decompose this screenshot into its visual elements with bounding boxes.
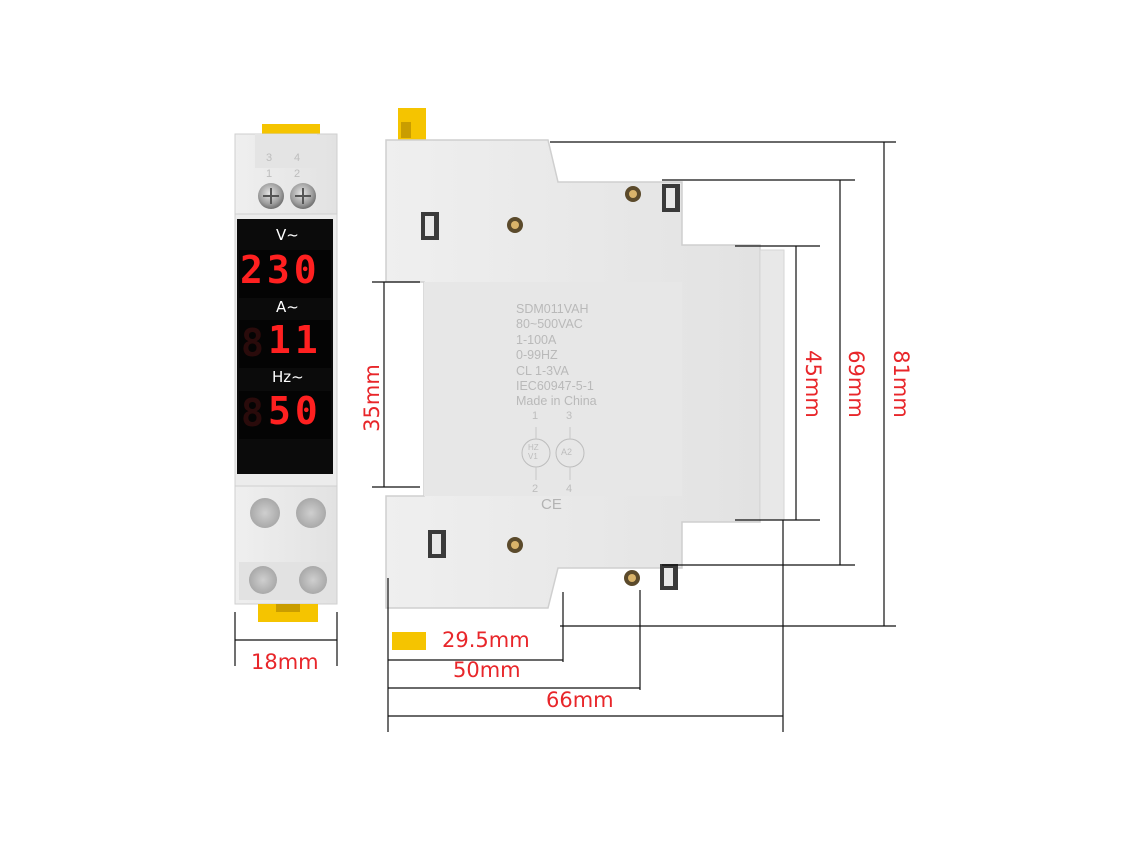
circle-right-label: A2 — [561, 447, 573, 457]
spec-line: 80~500VAC — [516, 317, 583, 332]
terminal-number: 2 — [532, 483, 539, 495]
dim-label-50mm: 50mm — [453, 658, 521, 682]
hole-icon — [249, 566, 277, 594]
spec-line: CL 1-3VA — [516, 363, 569, 378]
terminal-number: 4 — [566, 483, 573, 495]
current-label: A~ — [276, 298, 299, 316]
dim-label-81mm: 81mm — [888, 350, 913, 418]
circle-left-line: V1 — [528, 452, 538, 461]
dim-lines — [372, 141, 896, 732]
dim-label-69mm: 69mm — [843, 350, 868, 418]
frequency-reading: 50 — [268, 389, 322, 433]
terminal-number: 2 — [294, 168, 301, 180]
spec-line: IEC60947-5-1 — [516, 379, 594, 394]
dim-label-66mm: 66mm — [546, 688, 614, 712]
terminal-number: 1 — [266, 168, 273, 180]
circle-left-line: HZ — [528, 443, 539, 452]
ce-mark: CE — [541, 496, 562, 513]
frequency-label: Hz~ — [272, 368, 304, 386]
hole-icon — [296, 498, 326, 528]
spec-label: SDM011VAH 80~500VAC 1-100A 0-99HZ CL 1-3… — [516, 302, 676, 410]
dim-label-18mm: 18mm — [251, 650, 319, 674]
spec-line: 1-100A — [516, 332, 557, 347]
terminal-number: 3 — [566, 410, 573, 422]
current-reading: 11 — [268, 318, 322, 362]
voltage-reading: 230 — [240, 248, 321, 292]
side-bottom-clip — [392, 632, 426, 650]
spec-line: Made in China — [516, 394, 597, 409]
front-view — [234, 124, 338, 622]
bottom-clip — [258, 604, 318, 622]
dim-label-45mm: 45mm — [800, 350, 825, 418]
terminal-number: 4 — [294, 152, 301, 164]
dim-label-35mm: 35mm — [359, 364, 384, 432]
dim-front-width — [234, 612, 338, 666]
spec-line: 0-99HZ — [516, 348, 558, 363]
dim-label-29-5mm: 29.5mm — [442, 628, 530, 652]
voltage-label: V~ — [276, 226, 299, 244]
side-view — [385, 108, 785, 650]
spec-line: SDM011VAH — [516, 302, 589, 316]
terminal-number: 3 — [266, 152, 273, 164]
hole-icon — [250, 498, 280, 528]
current-ghost-digit: 8 — [241, 321, 268, 365]
hole-icon — [299, 566, 327, 594]
circle-left-label: HZ V1 — [528, 443, 539, 461]
frequency-ghost-digit: 8 — [241, 391, 268, 435]
front-top-block — [234, 133, 338, 217]
terminal-number: 1 — [532, 410, 539, 422]
